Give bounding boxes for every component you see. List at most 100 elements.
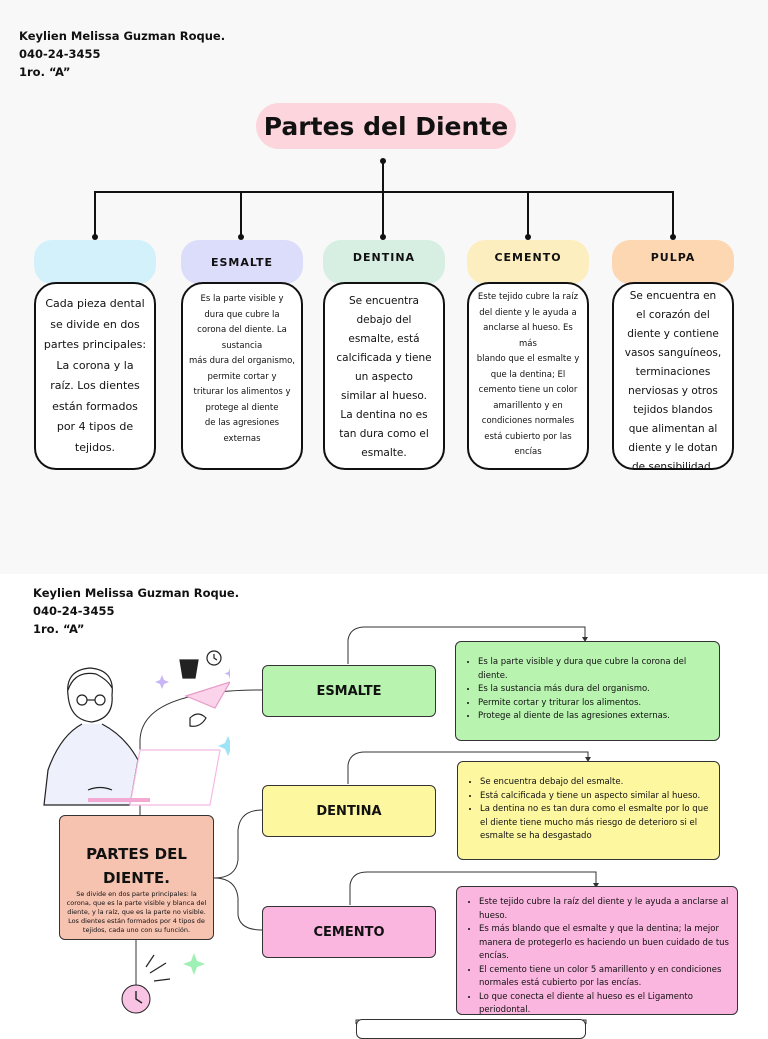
- info-bullet: Este tejido cubre la raíz del diente y l…: [479, 896, 729, 923]
- connector-bar: [94, 191, 674, 193]
- connector-dot: [92, 234, 98, 240]
- card-line: están formados: [52, 399, 138, 413]
- connector-dot: [380, 234, 386, 240]
- card-line: tan dura como el: [339, 428, 429, 440]
- main-topic-box: PARTES DEL DIENTE. Se divide en dos part…: [59, 815, 214, 940]
- card-line: Se encuentra: [348, 295, 419, 307]
- student-header-2: Keylien Melissa Guzman Roque. 040-24-345…: [33, 584, 239, 638]
- info-bullet: La dentina no es tan dura como el esmalt…: [480, 803, 711, 844]
- connector-branch: [240, 191, 242, 237]
- card-line: terminaciones: [635, 366, 711, 378]
- card-line: Este tejido cubre la raíz: [477, 292, 579, 302]
- card-line: más: [519, 338, 537, 349]
- card-line: Es la parte visible y: [200, 294, 284, 304]
- card-line: Cada pieza dental: [45, 297, 145, 310]
- card-line: sustancia: [221, 340, 263, 351]
- category-pill-pulpa: PULPA: [612, 240, 734, 284]
- info-bullet: Permite cortar y triturar los alimentos.: [478, 697, 711, 711]
- student-id: 040-24-3455: [33, 604, 115, 618]
- info-bullet: Es más blando que el esmalte y que la de…: [479, 923, 729, 964]
- card-line: que alimentan al: [628, 423, 718, 435]
- card-line: está cubierto por las: [484, 431, 572, 442]
- card-line: anclarse al hueso. Es: [483, 323, 573, 333]
- card-line: diente y le dotan: [628, 442, 718, 454]
- student-illustration: [43, 650, 230, 806]
- info-bullet: Está calcificada y tiene un aspecto simi…: [480, 790, 711, 804]
- card-line: amarillento y en: [493, 400, 563, 411]
- card-line: La corona y la: [56, 358, 134, 372]
- card-line: un aspecto: [354, 371, 413, 383]
- description-card-pulpa: Se encuentra en el corazón del diente y co…: [612, 282, 734, 470]
- card-line: calcificada y tiene: [336, 352, 432, 364]
- section-label-cemento: CEMENTO: [262, 906, 436, 958]
- card-line: partes principales:: [43, 338, 147, 351]
- student-name: Keylien Melissa Guzman Roque.: [33, 586, 240, 600]
- section-label-esmalte: ESMALTE: [262, 665, 436, 717]
- card-line: el corazón del: [636, 309, 710, 321]
- card-line: vasos sanguíneos,: [624, 347, 722, 359]
- connector-dot: [238, 234, 244, 240]
- student-name: Keylien Melissa Guzman Roque.: [19, 29, 226, 43]
- main-topic-description: Se divide en dos parte principales: la c…: [66, 890, 207, 934]
- connector-dot: [525, 234, 531, 240]
- info-bullet: Es la parte visible y dura que cubre la …: [478, 656, 711, 683]
- page-title: Partes del Diente: [256, 103, 516, 149]
- description-card-cemento: Este tejido cubre la raíz del diente y le…: [467, 282, 589, 470]
- description-card-esmalte: Es la parte visible y dura que cubre la co…: [181, 282, 303, 470]
- section-info-esmalte: Es la parte visible y dura que cubre la …: [455, 641, 720, 741]
- card-line: esmalte, está: [348, 333, 420, 345]
- card-line: esmalte.: [361, 447, 407, 459]
- section-label-next: [356, 1019, 586, 1039]
- card-line: externas: [223, 433, 261, 444]
- info-bullet: Lo que conecta el diente al hueso es el …: [479, 991, 729, 1018]
- connector-dot: [670, 234, 676, 240]
- category-pill-cemento: CEMENTO: [467, 240, 589, 284]
- category-pill-general: [34, 240, 156, 284]
- card-line: de las agresiones: [204, 418, 280, 428]
- student-grade: 1ro. “A”: [19, 65, 71, 79]
- card-line: diente y contiene: [627, 328, 719, 340]
- card-line: encías: [514, 447, 542, 457]
- student-header: Keylien Melissa Guzman Roque. 040-24-345…: [19, 27, 225, 81]
- card-line: condiciones normales: [481, 416, 575, 426]
- card-line: dura que cubre la: [204, 309, 280, 320]
- student-id: 040-24-3455: [19, 47, 101, 61]
- section-info-dentina: Se encuentra debajo del esmalte.Está cal…: [457, 761, 720, 860]
- card-line: tejidos blandos: [633, 404, 713, 416]
- card-line: tejidos.: [74, 440, 116, 454]
- card-line: de sensibilidad.: [632, 461, 714, 470]
- card-line: nerviosas y otros: [628, 385, 718, 397]
- section-info-cemento: Este tejido cubre la raíz del diente y l…: [456, 886, 738, 1015]
- card-line: raíz. Los dientes: [50, 379, 140, 392]
- info-bullet: Es la sustancia más dura del organismo.: [478, 683, 711, 697]
- card-line: La dentina no es: [340, 409, 428, 421]
- student-grade: 1ro. “A”: [33, 622, 85, 636]
- category-pill-esmalte: ESMALTE: [181, 240, 303, 284]
- card-line: triturar los alimentos y: [193, 387, 291, 397]
- main-topic-title: PARTES DEL DIENTE.: [86, 845, 187, 887]
- card-line: por 4 tipos de: [56, 420, 134, 433]
- card-line: Se encuentra en: [629, 290, 717, 302]
- card-line: similar al hueso.: [340, 390, 428, 402]
- connector-trunk: [382, 161, 384, 237]
- card-line: se divide en dos: [50, 317, 140, 331]
- info-bullet: Se encuentra debajo del esmalte.: [480, 776, 711, 790]
- card-line: cemento tiene un color: [478, 385, 578, 395]
- info-bullet: Protege al diente de las agresiones exte…: [478, 710, 711, 724]
- category-pill-dentina: DENTINA: [323, 240, 445, 284]
- card-line: más dura del organismo,: [189, 356, 296, 366]
- info-bullet: El cemento tiene un color 5 amarillento …: [479, 964, 729, 991]
- connector-branch: [672, 191, 674, 237]
- connector-branch: [94, 191, 96, 237]
- clock-decoration: [121, 953, 205, 1014]
- card-line: corona del diente. La: [197, 325, 287, 335]
- card-line: permite cortar y: [207, 371, 277, 382]
- page-1: Keylien Melissa Guzman Roque. 040-24-345…: [19, 27, 734, 470]
- connector-branch: [527, 191, 529, 237]
- section-label-dentina: DENTINA: [262, 785, 436, 837]
- card-line: del diente y le ayuda a: [479, 307, 577, 318]
- card-line: blando que el esmalte y: [476, 354, 580, 364]
- card-line: que la dentina; El: [490, 369, 566, 380]
- card-line: protege al diente: [205, 402, 279, 413]
